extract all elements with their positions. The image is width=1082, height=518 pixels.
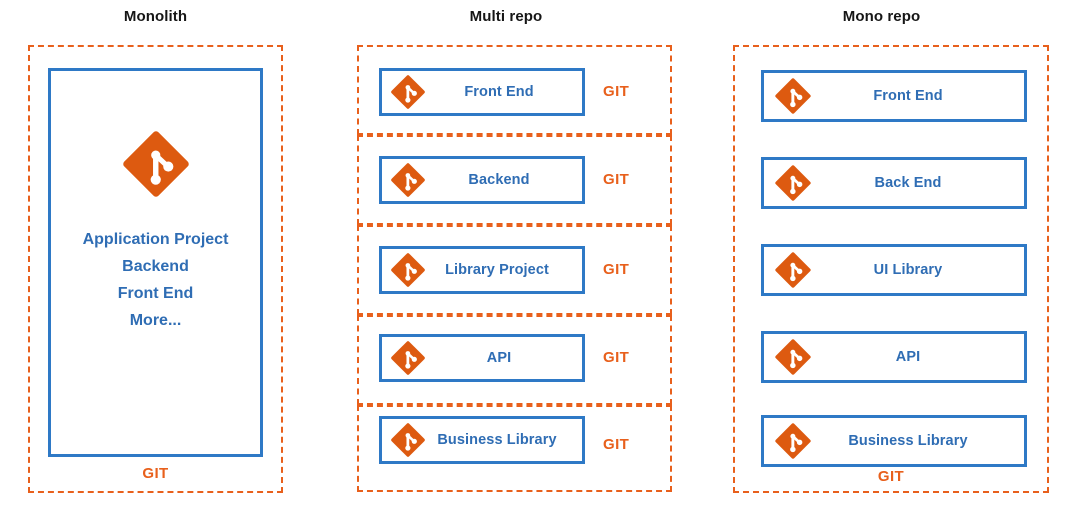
git-logo-icon xyxy=(772,420,814,462)
monolith-line-4: More... xyxy=(129,312,182,329)
monolith-application-card[interactable]: Application Project Backend Front End Mo… xyxy=(48,68,263,457)
page-title-multirepo: Multi repo xyxy=(469,8,543,25)
multirepo-git-boundary xyxy=(357,45,672,135)
multirepo-git-label: GIT xyxy=(603,349,630,366)
git-logo-icon xyxy=(117,125,195,208)
multirepo-repo-label: Business Library xyxy=(437,432,557,448)
monolith-git-boundary xyxy=(28,45,283,493)
multirepo-git-boundary xyxy=(357,315,672,405)
git-logo-icon xyxy=(388,250,428,290)
git-logo-icon xyxy=(388,338,428,378)
git-logo-icon xyxy=(772,75,814,117)
monorepo-project-card[interactable]: API xyxy=(761,331,1027,383)
monolith-line-2: Backend xyxy=(122,258,189,275)
monorepo-project-card[interactable]: UI Library xyxy=(761,244,1027,296)
monorepo-git-label: GIT xyxy=(877,468,905,485)
multirepo-repo-card[interactable]: Backend xyxy=(379,156,585,204)
monorepo-project-card[interactable]: Business Library xyxy=(761,415,1027,467)
page-title-monorepo: Mono repo xyxy=(842,8,921,25)
git-logo-icon xyxy=(388,420,428,460)
git-logo-icon xyxy=(772,336,814,378)
monorepo-project-label: UI Library xyxy=(873,262,943,278)
multirepo-repo-card[interactable]: API xyxy=(379,334,585,382)
monorepo-project-label: Front End xyxy=(873,88,943,104)
multirepo-repo-card[interactable]: Library Project xyxy=(379,246,585,294)
git-logo-icon xyxy=(772,249,814,291)
monolith-line-3: Front End xyxy=(117,285,194,302)
multirepo-repo-card[interactable]: Business Library xyxy=(379,416,585,464)
monolith-git-label: GIT xyxy=(142,465,169,482)
multirepo-repo-label: Library Project xyxy=(445,262,549,278)
git-logo-icon xyxy=(772,162,814,204)
monorepo-project-card[interactable]: Front End xyxy=(761,70,1027,122)
multirepo-git-boundary xyxy=(357,225,672,315)
monorepo-project-label: Back End xyxy=(874,175,942,191)
multirepo-git-label: GIT xyxy=(603,171,630,188)
multirepo-git-boundary xyxy=(357,135,672,225)
multirepo-git-boundary xyxy=(357,405,672,492)
git-logo-icon xyxy=(388,72,428,112)
multirepo-repo-label: Front End xyxy=(464,84,534,100)
column-monorepo: Mono repo Front End xyxy=(701,0,1082,518)
multirepo-git-label: GIT xyxy=(603,83,630,100)
monorepo-git-boundary xyxy=(733,45,1049,493)
monorepo-project-label: API xyxy=(895,349,921,365)
monolith-line-1: Application Project xyxy=(82,231,229,248)
multirepo-repo-label: API xyxy=(486,350,512,366)
column-monolith: Monolith Application Project Backend Fro… xyxy=(0,0,311,518)
monorepo-project-label: Business Library xyxy=(848,433,968,449)
multirepo-repo-label: Backend xyxy=(468,172,530,188)
page-title-monolith: Monolith xyxy=(123,8,188,25)
multirepo-git-label: GIT xyxy=(603,436,630,453)
monorepo-project-card[interactable]: Back End xyxy=(761,157,1027,209)
multirepo-git-label: GIT xyxy=(603,261,630,278)
multirepo-repo-card[interactable]: Front End xyxy=(379,68,585,116)
git-logo-icon xyxy=(388,160,428,200)
column-multirepo: Multi repo Front End GIT xyxy=(311,0,701,518)
